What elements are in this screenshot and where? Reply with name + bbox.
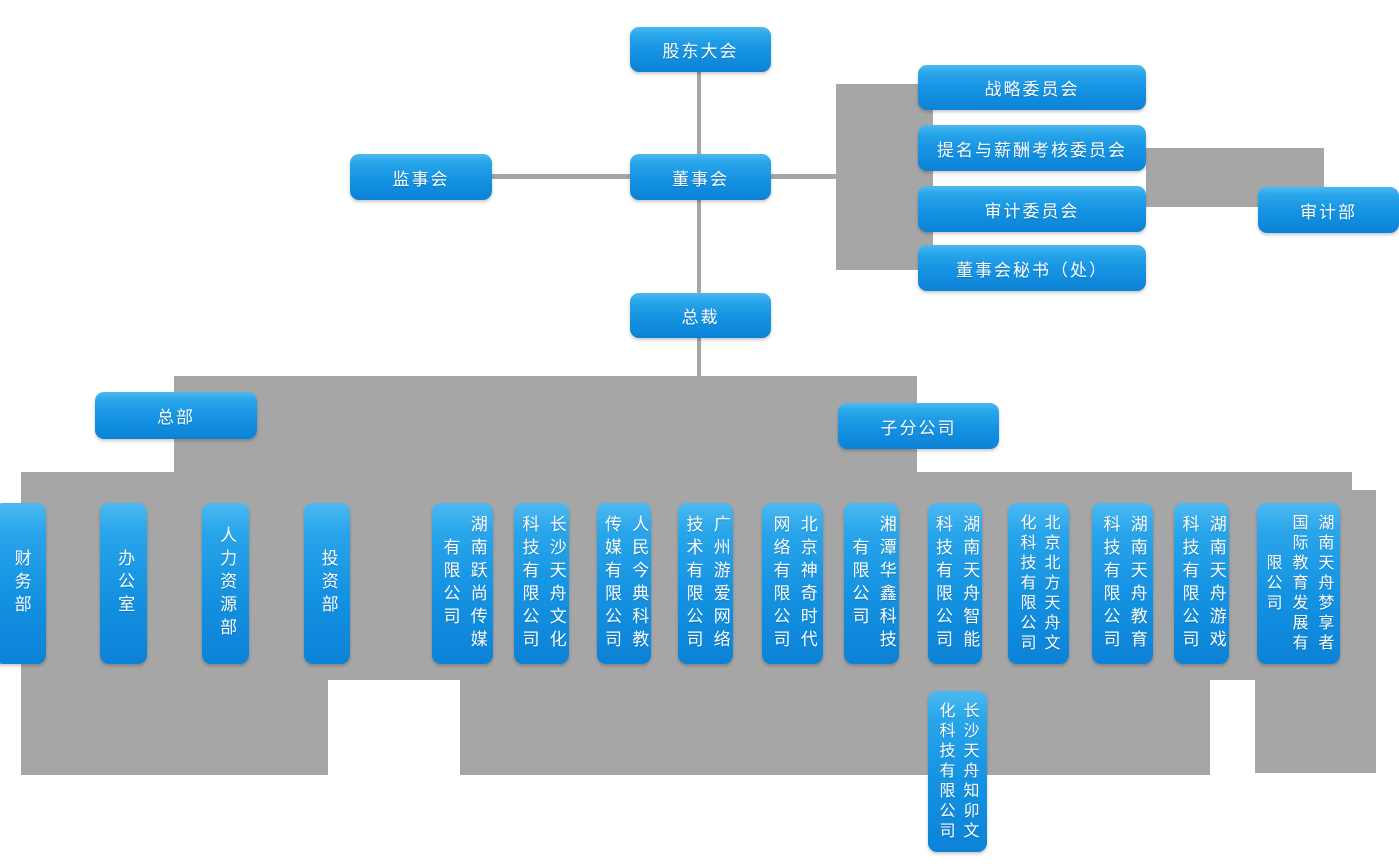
- connector-slab-bottom-mid: [460, 680, 1210, 775]
- connector-supervisory-board: [492, 174, 631, 179]
- node-headquarters-label: 总部: [157, 408, 195, 428]
- committee-label: 审计委员会: [984, 201, 1080, 222]
- connector-slab-bottom-right: [1255, 663, 1340, 773]
- company-box: 湘潭华鑫科技有限公司: [844, 503, 899, 664]
- company-box: 湖南天舟智能科技有限公司: [928, 503, 982, 664]
- connector-board-president: [697, 199, 701, 294]
- department-label: 投资部: [317, 549, 338, 618]
- department-box-investment: 投资部: [304, 503, 350, 664]
- node-board-of-directors: 董事会: [630, 154, 771, 200]
- company-box: 北京北方天舟文化科技有限公司: [1008, 503, 1069, 664]
- connector-board-hub: [770, 174, 837, 179]
- company-label: 湖南天舟梦享者国际教育发展有限公司: [1263, 513, 1335, 654]
- connector-hub-committees: [836, 84, 933, 270]
- node-shareholders-label: 股东大会: [662, 42, 739, 62]
- company-label: 长沙天舟知卯文化科技有限公司: [936, 701, 980, 842]
- department-label: 财务部: [10, 549, 31, 618]
- company-label: 湘潭华鑫科技有限公司: [848, 514, 896, 653]
- company-label: 湖南天舟游戏科技有限公司: [1178, 514, 1226, 653]
- company-label: 北京北方天舟文化科技有限公司: [1017, 513, 1061, 654]
- company-label: 长沙天舟文化科技有限公司: [518, 514, 566, 653]
- node-supervisory-board-label: 监事会: [392, 169, 450, 190]
- department-label: 办公室: [114, 549, 135, 618]
- node-shareholders: 股东大会: [630, 27, 771, 72]
- company-label: 人民今典科教传媒有限公司: [601, 514, 649, 653]
- committee-box-audit: 审计委员会: [918, 186, 1146, 232]
- node-subsidiaries-group: 子分公司: [838, 403, 999, 449]
- department-label: 人力资源部: [216, 526, 237, 641]
- node-subsidiaries-group-label: 子分公司: [880, 418, 957, 439]
- company-label: 北京神奇时代网络有限公司: [769, 514, 817, 653]
- connector-slab-bottom-left: [21, 680, 328, 775]
- department-box-hr: 人力资源部: [202, 503, 249, 664]
- department-box-office: 办公室: [100, 503, 147, 664]
- committee-box-secretary: 董事会秘书（处）: [918, 245, 1146, 291]
- company-box: 北京神奇时代网络有限公司: [762, 503, 823, 664]
- connector-slab-right-strip: [1340, 490, 1376, 773]
- company-box: 人民今典科教传媒有限公司: [597, 503, 651, 664]
- node-president-label: 总裁: [681, 308, 720, 328]
- node-president: 总裁: [630, 293, 771, 338]
- node-audit-department-label: 审计部: [1300, 202, 1357, 223]
- node-supervisory-board: 监事会: [350, 154, 492, 200]
- company-label: 湖南跃尚传媒有限公司: [439, 514, 487, 653]
- node-headquarters: 总部: [95, 392, 257, 439]
- node-audit-department: 审计部: [1258, 187, 1399, 233]
- committee-label: 董事会秘书（处）: [956, 260, 1108, 281]
- company-label: 广州游爱网络技术有限公司: [682, 514, 730, 653]
- committee-label: 战略委员会: [984, 80, 1080, 100]
- committee-label: 提名与薪酬考核委员会: [937, 140, 1127, 161]
- committee-box-nomination: 提名与薪酬考核委员会: [918, 125, 1146, 171]
- company-box: 湖南天舟梦享者国际教育发展有限公司: [1257, 503, 1340, 664]
- department-box-finance: 财务部: [0, 503, 46, 664]
- company-label: 湖南天舟教育科技有限公司: [1099, 514, 1147, 653]
- connector-president-slab: [697, 337, 701, 377]
- company-box: 湖南跃尚传媒有限公司: [432, 503, 493, 664]
- company-box: 湖南天舟教育科技有限公司: [1092, 503, 1153, 664]
- connector-shareholders-board: [697, 71, 701, 155]
- company-box: 湖南天舟游戏科技有限公司: [1174, 503, 1229, 664]
- company-box-sub: 长沙天舟知卯文化科技有限公司: [928, 691, 987, 852]
- committee-box-strategy: 战略委员会: [918, 65, 1146, 110]
- node-board-of-directors-label: 董事会: [672, 169, 729, 190]
- company-box: 长沙天舟文化科技有限公司: [514, 503, 569, 664]
- company-box: 广州游爱网络技术有限公司: [678, 503, 733, 664]
- company-label: 湖南天舟智能科技有限公司: [932, 514, 980, 653]
- connector-slab-top: [174, 376, 917, 472]
